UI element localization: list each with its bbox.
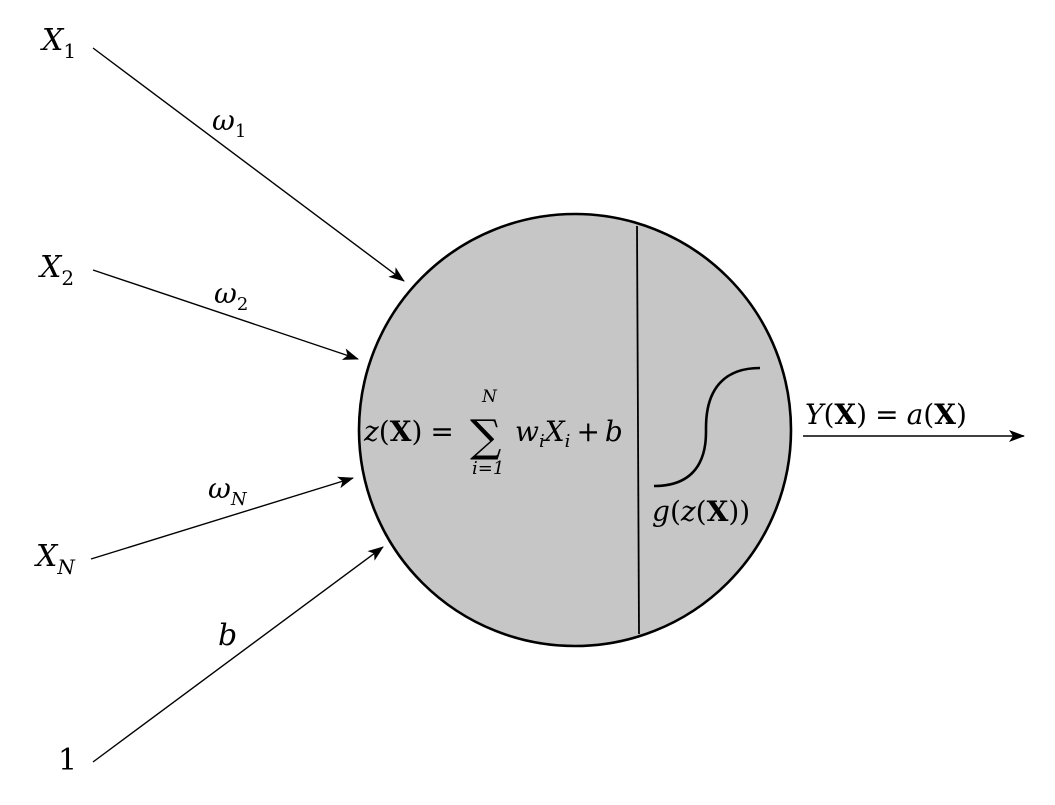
summation-lower-limit: i=1 — [472, 458, 504, 479]
input-label-xn: XN — [34, 539, 76, 579]
input-arrow-n — [90, 476, 354, 560]
summation-sigma: ∑ — [470, 411, 501, 462]
activation-label: g(z(X)) — [652, 495, 750, 528]
input-label-x1: X1 — [40, 23, 76, 63]
input-arrow-2 — [92, 269, 359, 360]
input-arrow-bias — [92, 546, 384, 763]
input-label-one: 1 — [58, 743, 77, 778]
weight-label-wn: ωN — [208, 472, 248, 510]
weight-label-w2: ω2 — [214, 277, 248, 315]
output-label: Y(X)=a(X) — [805, 398, 967, 431]
input-label-x2: X2 — [38, 250, 74, 290]
weight-label-w1: ω1 — [212, 104, 246, 142]
summation-upper-limit: N — [481, 387, 498, 407]
neuron-circle — [357, 212, 793, 648]
summation-term: wiXi+b — [515, 415, 623, 452]
neuron-divider — [636, 225, 640, 635]
sigmoid-curve — [653, 366, 761, 488]
input-arrow-1 — [92, 47, 405, 282]
summation-lhs: z(X)= — [363, 415, 454, 448]
weight-label-b: b — [218, 618, 237, 653]
